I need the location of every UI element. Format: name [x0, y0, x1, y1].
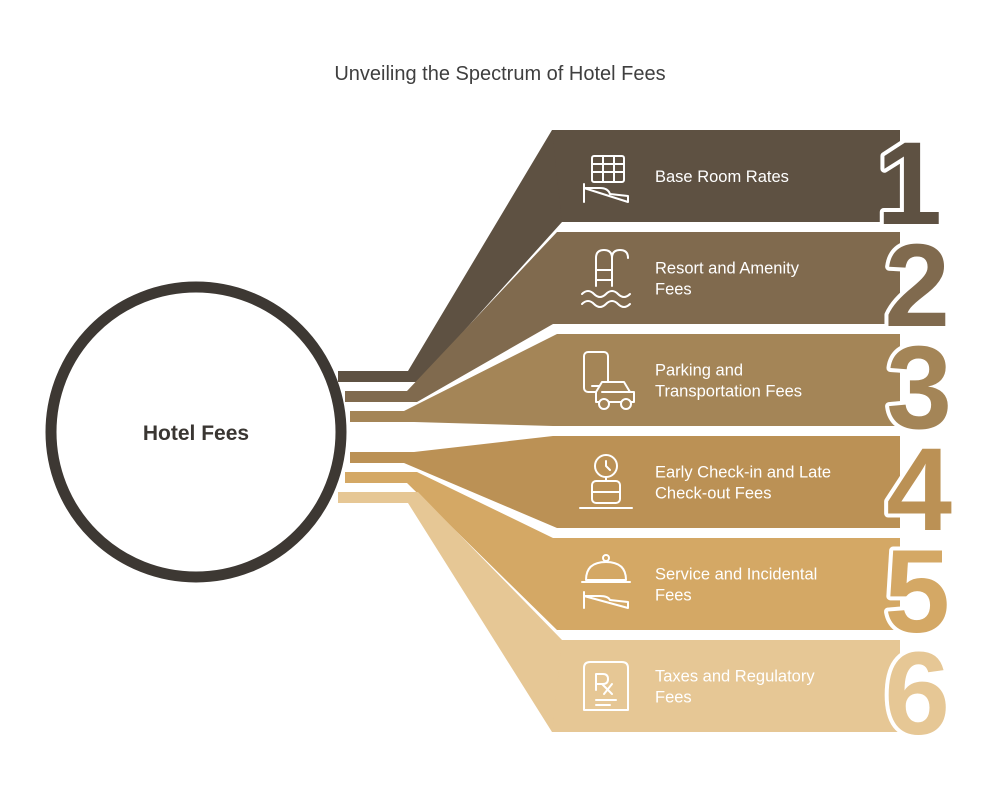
item-number-3: 3 — [886, 322, 952, 454]
band-5 — [557, 538, 900, 630]
connector-3 — [350, 334, 577, 426]
item-label-3-line-2: Transportation Fees — [655, 383, 802, 401]
band-4 — [557, 436, 900, 528]
connector-6 — [338, 492, 582, 732]
room-rates-calendar-icon — [583, 155, 629, 203]
band-6 — [552, 640, 900, 732]
item-number-5: 5 — [884, 526, 950, 658]
prescription-receipt-icon — [583, 661, 629, 711]
connector-2 — [345, 232, 577, 402]
item-number-2: 2 — [884, 220, 950, 352]
band-2 — [557, 232, 900, 324]
item-label-5-line-1: Service and Incidental — [655, 566, 817, 584]
connector-4 — [350, 436, 577, 528]
item-number-6: 6 — [884, 628, 950, 760]
item-label-4-line-2: Check-out Fees — [655, 485, 771, 503]
hub-label: Hotel Fees — [143, 422, 249, 445]
hub-circle-group: Hotel Fees — [45, 281, 347, 583]
item-label-3-line-1: Parking and — [655, 362, 743, 380]
connector-1 — [338, 130, 582, 382]
item-label-6-line-2: Fees — [655, 689, 692, 707]
service-cloche-icon — [581, 554, 631, 609]
diagram-title: Unveiling the Spectrum of Hotel Fees — [334, 63, 665, 85]
item-label-2-line-2: Fees — [655, 281, 692, 299]
item-label-6-line-1: Taxes and Regulatory — [655, 668, 815, 686]
phone-car-icon — [583, 351, 635, 410]
item-label-4-line-1: Early Check-in and Late — [655, 464, 831, 482]
item-number-4: 4 — [886, 424, 952, 556]
band-1 — [552, 130, 900, 222]
fee-item-1: 1 Base Room Rates — [338, 114, 946, 382]
band-3 — [557, 334, 900, 426]
item-label-2-line-1: Resort and Amenity — [655, 260, 800, 278]
item-label-1-line-1: Base Room Rates — [655, 168, 789, 186]
connector-5 — [345, 472, 577, 630]
hub-circle — [45, 281, 347, 583]
clock-luggage-icon — [579, 454, 633, 509]
pool-ladder-icon — [581, 249, 631, 308]
item-number-1: 1 — [876, 118, 942, 250]
item-label-5-line-2: Fees — [655, 587, 692, 605]
